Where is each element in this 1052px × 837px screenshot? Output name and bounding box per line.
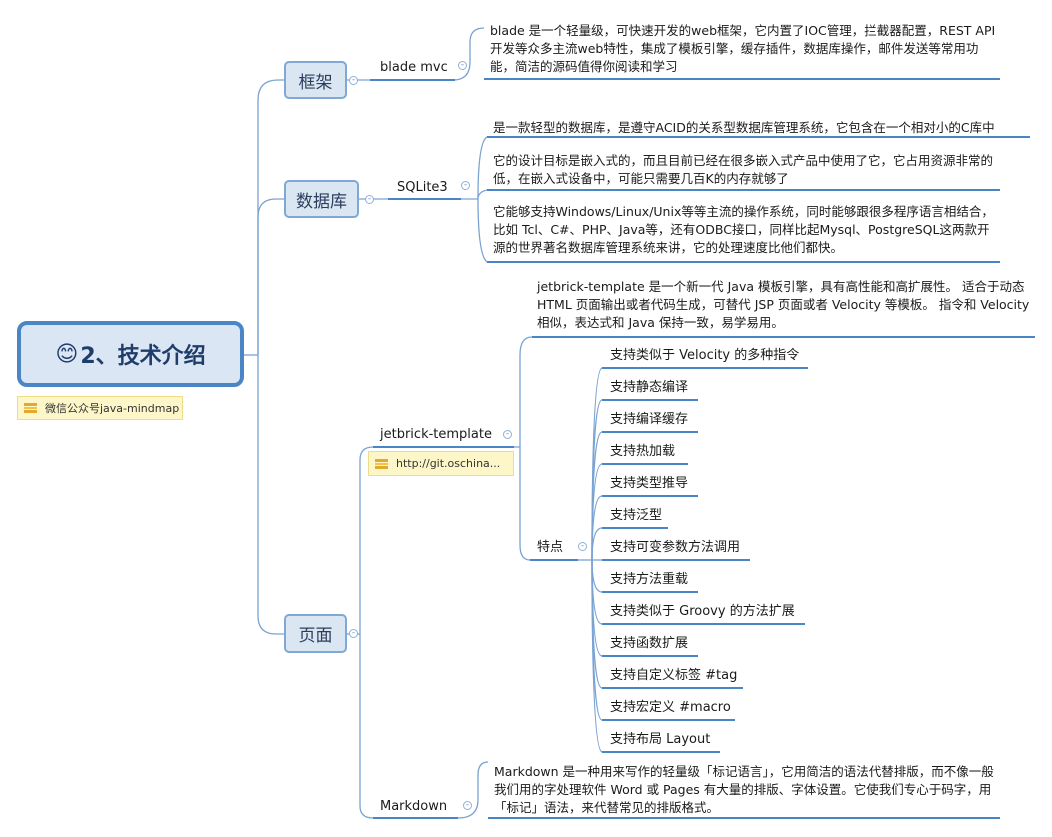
feature-item[interactable]: 支持布局 Layout (610, 732, 711, 747)
jetbrick-description[interactable]: jetbrick-template 是一个新一代 Java 模板引擎，具有高性能… (537, 279, 1030, 330)
collapse-toggle-icon[interactable]: - (349, 76, 358, 85)
feature-item[interactable]: 支持静态编译 (610, 380, 689, 395)
feature-item[interactable]: 支持自定义标签 #tag (610, 668, 738, 683)
blade-description[interactable]: blade 是一个轻量级，可快速开发的web框架，它内置了IOC管理，拦截器配置… (490, 23, 996, 74)
feature-item[interactable]: 支持泛型 (610, 508, 663, 523)
collapse-toggle-icon[interactable]: - (463, 801, 472, 810)
note-icon (24, 403, 37, 413)
collapse-toggle-icon[interactable]: - (458, 61, 467, 70)
feature-item[interactable]: 支持类型推导 (610, 476, 689, 491)
branch-page[interactable]: 页面 (284, 614, 347, 653)
feature-item[interactable]: 支持方法重载 (610, 572, 689, 587)
feature-item[interactable]: 支持编译缓存 (610, 412, 689, 427)
branch-database-label: 数据库 (296, 191, 347, 212)
topic-jetbrick-template[interactable]: jetbrick-template (380, 427, 492, 442)
jetbrick-link-note[interactable]: http://git.oschina... (368, 451, 514, 476)
feature-item[interactable]: 支持宏定义 #macro (610, 700, 731, 715)
collapse-toggle-icon[interactable]: - (578, 542, 587, 551)
branch-page-label: 页面 (298, 626, 333, 646)
branch-framework[interactable]: 框架 (284, 61, 347, 99)
feature-item[interactable]: 支持可变参数方法调用 (610, 540, 741, 555)
topic-sqlite3[interactable]: SQLite3 (397, 180, 448, 195)
feature-item[interactable]: 支持热加载 (610, 444, 676, 459)
topic-features[interactable]: 特点 (537, 540, 564, 555)
collapse-toggle-icon[interactable]: - (365, 195, 374, 204)
jetbrick-link-text: http://git.oschina... (396, 457, 501, 470)
feature-item[interactable]: 支持类似于 Groovy 的方法扩展 (610, 604, 795, 619)
topic-blade-mvc[interactable]: blade mvc (380, 60, 448, 75)
collapse-toggle-icon[interactable]: - (503, 430, 512, 439)
sqlite-item-3[interactable]: 它能够支持Windows/Linux/Unix等等主流的操作系统，同时能够跟很多… (493, 204, 994, 255)
root-note[interactable]: 微信公众号java-mindmap (17, 396, 183, 420)
feature-item[interactable]: 支持函数扩展 (610, 636, 689, 651)
root-topic[interactable]: 😊 2、技术介绍 (17, 321, 244, 387)
feature-item[interactable]: 支持类似于 Velocity 的多种指令 (610, 348, 800, 363)
sqlite-item-2[interactable]: 它的设计目标是嵌入式的，而且目前已经在很多嵌入式产品中使用了它，它占用资源非常的… (493, 153, 994, 186)
branch-database[interactable]: 数据库 (284, 180, 359, 218)
note-icon (375, 458, 388, 469)
branch-framework-label: 框架 (298, 72, 333, 93)
root-note-text: 微信公众号java-mindmap (45, 402, 180, 415)
smile-emoji-icon: 😊 (55, 341, 79, 367)
sqlite-item-1[interactable]: 是一款轻型的数据库，是遵守ACID的关系型数据库管理系统，它包含在一个相对小的C… (493, 120, 995, 135)
root-title: 2、技术介绍 (80, 344, 206, 369)
topic-markdown[interactable]: Markdown (380, 799, 448, 814)
collapse-toggle-icon[interactable]: - (349, 629, 358, 638)
markdown-description[interactable]: Markdown 是一种用来写作的轻量级「标记语言」，它用简洁的语法代替排版，而… (494, 764, 994, 815)
collapse-toggle-icon[interactable]: - (461, 181, 470, 190)
